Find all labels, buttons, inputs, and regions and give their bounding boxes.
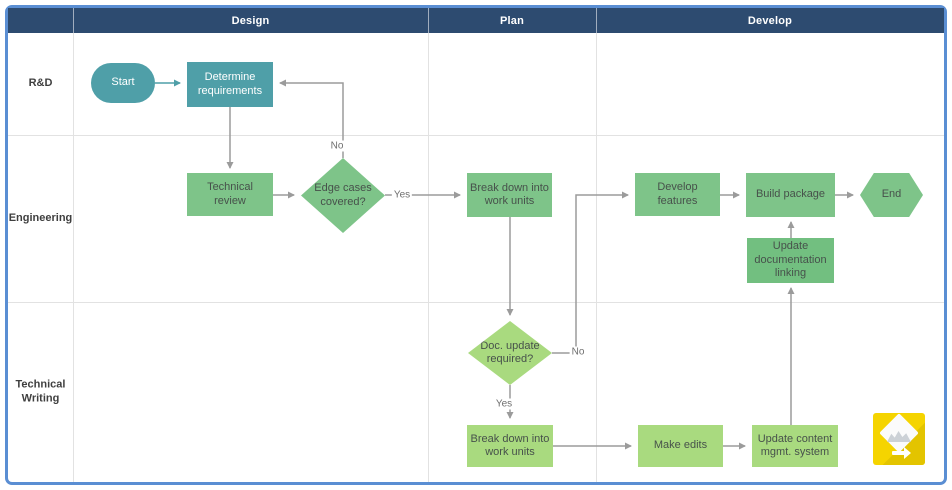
phase-header-bar (8, 8, 944, 33)
edge-label-no: No (569, 346, 587, 358)
node-break-down-work-units-eng: Break down into work units (467, 173, 552, 217)
edge-label-no: No (328, 140, 346, 152)
phase-header-develop: Develop (747, 14, 793, 27)
node-develop-features: Develop features (635, 173, 720, 216)
node-determine-requirements: Determine requirements (187, 62, 273, 107)
lane-column-divider (73, 33, 74, 482)
edge-label-yes: Yes (391, 189, 413, 201)
right-arrow-icon (892, 451, 905, 455)
mountain-icon (887, 431, 911, 442)
right-arrow-head-icon (904, 447, 911, 459)
node-end: End (860, 173, 923, 217)
node-start: Start (91, 63, 155, 103)
lane-row-divider (8, 302, 944, 303)
phase-column-divider (596, 33, 597, 482)
header-separator (73, 8, 74, 33)
node-break-down-work-units-tw: Break down into work units (467, 425, 553, 467)
node-build-package: Build package (746, 173, 835, 217)
watermark-logo[interactable] (873, 413, 925, 465)
node-make-edits: Make edits (638, 425, 723, 467)
lane-label-rd: R&D (28, 77, 53, 90)
header-separator (596, 8, 597, 33)
node-update-content-mgmt-system: Update content mgmt. system (752, 425, 838, 467)
lane-label-technical-writing: Technical Writing (15, 378, 66, 404)
phase-header-design: Design (231, 14, 270, 27)
phase-header-plan: Plan (499, 14, 525, 27)
header-separator (428, 8, 429, 33)
lane-label-engineering: Engineering (8, 212, 73, 225)
edge-label-yes: Yes (493, 398, 515, 410)
lane-row-divider (8, 135, 944, 136)
phase-column-divider (428, 33, 429, 482)
node-technical-review: Technical review (187, 173, 273, 216)
node-update-documentation-linking: Update documentation linking (747, 238, 834, 283)
